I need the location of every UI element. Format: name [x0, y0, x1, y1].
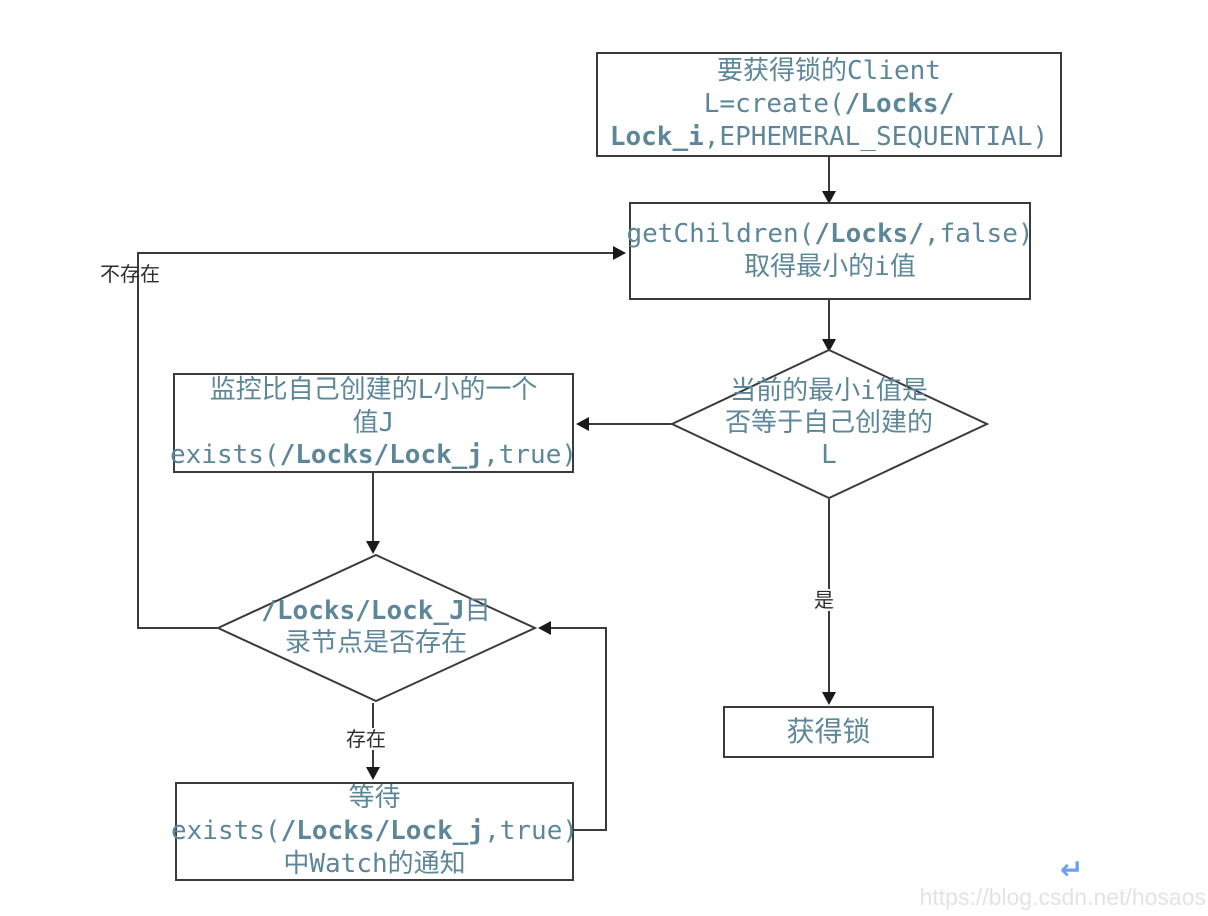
arrowhead-into-decision	[822, 339, 836, 352]
arrowhead-loop-into-getchildren	[613, 246, 626, 260]
arrowhead-into-watchbox	[576, 417, 589, 431]
edge-label-not-exists: 不存在	[100, 262, 160, 286]
arrowhead-into-acquired	[822, 692, 836, 705]
arrowhead-into-existsdecision	[366, 541, 380, 554]
flow-node-decision-exists: /Locks/Lock_J目录节点是否存在	[261, 596, 491, 658]
arrowhead-into-waitbox	[366, 767, 380, 780]
flow-node-acquired: 获得锁	[723, 706, 934, 758]
return-arrow-icon: ↵	[1060, 853, 1084, 886]
edge-label-yes: 是	[812, 588, 836, 612]
edge-label-exists: 存在	[344, 727, 388, 751]
watermark-url: https://blog.csdn.net/hosaos	[919, 884, 1206, 910]
arrowhead-loop-into-existsdecision	[538, 621, 551, 635]
flow-node-getchildren: getChildren(/Locks/,false)取得最小的i值	[627, 202, 1034, 300]
